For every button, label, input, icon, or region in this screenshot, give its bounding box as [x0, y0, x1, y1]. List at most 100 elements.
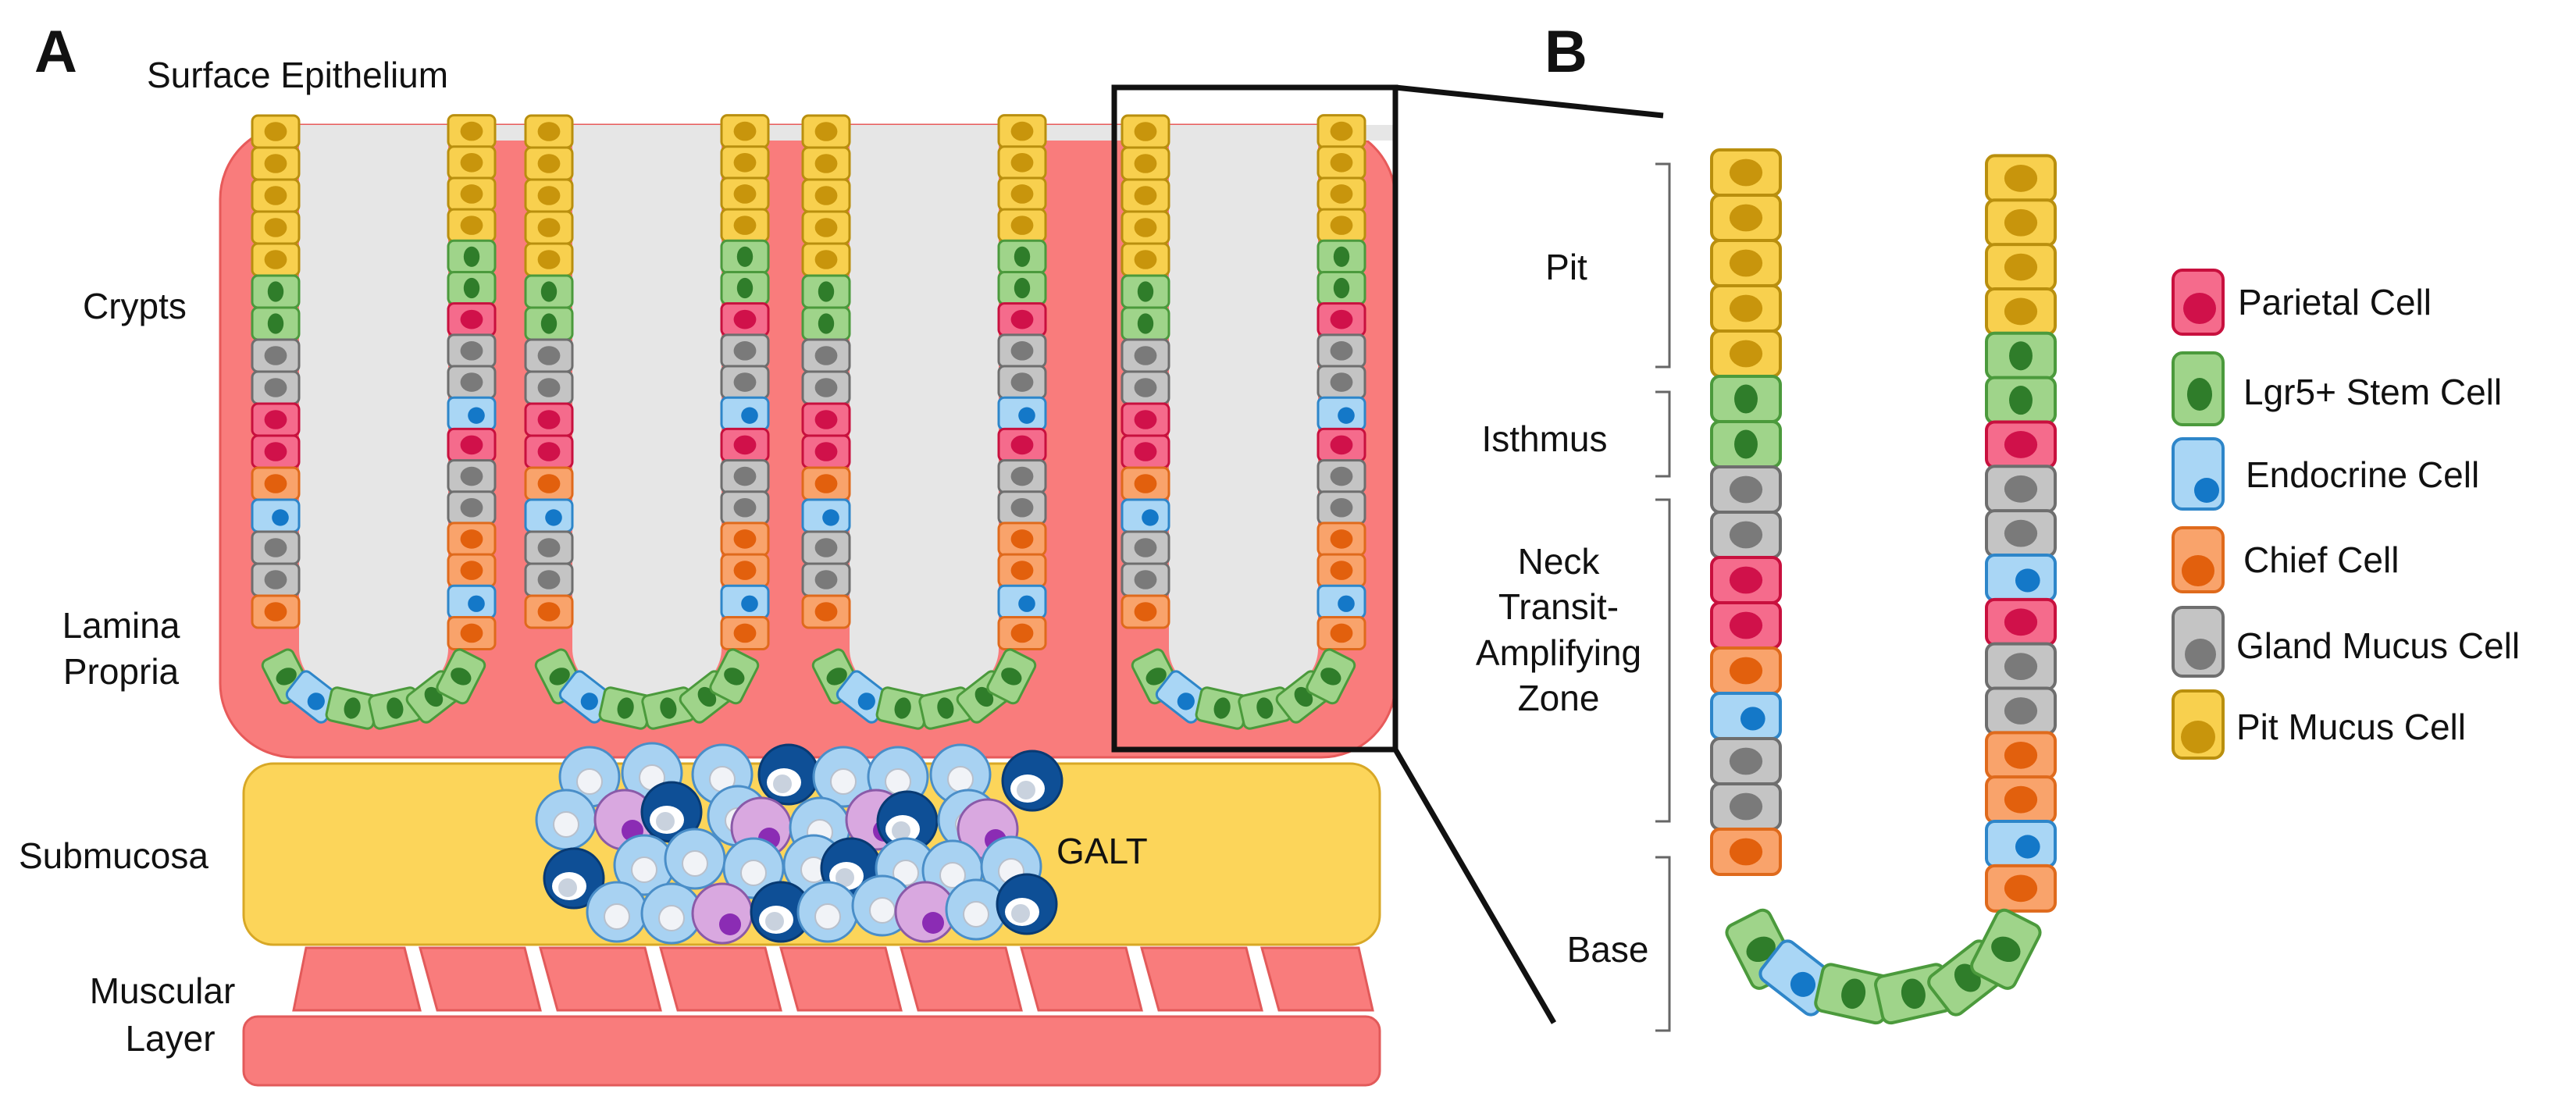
pit-cell	[1121, 210, 1170, 245]
gland-nucleus	[537, 570, 561, 589]
label-crypts: Crypts	[83, 286, 187, 326]
gland-nucleus	[1330, 341, 1353, 361]
chief-cell	[997, 615, 1047, 650]
stem-cell	[1985, 376, 2057, 425]
stem-nucleus	[344, 697, 361, 719]
pit-cell	[801, 114, 851, 149]
gland-cell	[997, 333, 1047, 369]
label-galt: GALT	[1056, 831, 1148, 871]
pit-nucleus	[264, 250, 287, 269]
zone-label-neck-line3: Amplifying	[1476, 632, 1641, 673]
pit-cell	[1985, 243, 2057, 292]
chief-cell	[1317, 553, 1366, 588]
pit-nucleus	[537, 186, 561, 205]
gland-nucleus	[460, 341, 483, 361]
stem-cell	[986, 648, 1037, 705]
pit-nucleus	[2004, 165, 2038, 192]
pit-nucleus	[1330, 152, 1353, 173]
gland-cell	[801, 562, 851, 597]
parietal-nucleus	[1010, 309, 1034, 329]
parietal-cell	[447, 427, 497, 462]
gland-cell	[1121, 530, 1170, 565]
stem-cell	[720, 239, 770, 274]
gland-nucleus	[2004, 519, 2038, 547]
gland-nucleus	[2004, 475, 2038, 503]
pit-cell	[997, 145, 1047, 180]
gland-cell	[1710, 782, 1782, 831]
parietal-nucleus	[537, 442, 561, 461]
endocrine-cell	[1317, 584, 1366, 619]
gland-cell	[1710, 737, 1782, 785]
chief-cell	[1710, 828, 1782, 876]
pit-nucleus	[1330, 121, 1353, 141]
stem-cell	[801, 274, 851, 309]
pit-nucleus	[264, 154, 287, 173]
chief-nucleus	[1134, 602, 1157, 621]
pit-cell	[1121, 178, 1170, 213]
lymphocyte	[1001, 750, 1064, 812]
parietal-cell	[1121, 434, 1170, 469]
pit-cell	[1710, 148, 1782, 197]
stem-nucleus	[387, 697, 404, 719]
chief-cell	[251, 466, 301, 501]
endocrine-cell	[1985, 553, 2057, 602]
endocrine-nucleus	[857, 693, 875, 710]
crypts-panel-a	[251, 114, 1366, 730]
stem-cell	[251, 306, 301, 341]
stem-cell	[1195, 686, 1249, 730]
endocrine-nucleus	[2015, 835, 2040, 859]
pit-nucleus	[814, 250, 838, 269]
gland-nucleus	[537, 378, 561, 397]
gland-nucleus	[264, 538, 287, 557]
chief-nucleus	[814, 602, 838, 621]
gland-cell	[997, 459, 1047, 494]
parietal-nucleus	[1010, 435, 1034, 455]
pit-cell	[1985, 287, 2057, 336]
chief-cell	[720, 553, 770, 588]
zoom-indicator	[1111, 84, 1664, 1024]
label-submucosa: Submucosa	[19, 835, 208, 876]
parietal-cell	[251, 402, 301, 437]
endocrine-cell	[720, 396, 770, 431]
chief-nucleus	[1010, 623, 1034, 643]
stem-nucleus	[826, 668, 847, 685]
gland-nucleus	[460, 497, 483, 518]
gland-cell	[251, 530, 301, 565]
chief-cell	[447, 522, 497, 557]
zone-label-pit: Pit	[1545, 247, 1587, 287]
pit-cell	[720, 176, 770, 212]
endocrine-nucleus	[741, 595, 758, 612]
panel-b-letter: B	[1545, 19, 1587, 85]
parietal-nucleus	[460, 435, 483, 455]
gland-nucleus	[1134, 378, 1157, 397]
pit-nucleus	[814, 122, 838, 141]
pit-nucleus	[1134, 122, 1157, 141]
parietal-cell	[997, 302, 1047, 337]
pit-nucleus	[1729, 249, 1763, 277]
gland-nucleus	[1729, 521, 1763, 549]
pit-nucleus	[1134, 154, 1157, 173]
gland-nucleus	[264, 378, 287, 397]
lumen-4	[1169, 125, 1318, 703]
chief-nucleus	[733, 529, 757, 549]
stem-nucleus	[267, 281, 284, 302]
endocrine-cell	[801, 498, 851, 533]
zone-label-neck-line2: Transit-	[1498, 586, 1619, 627]
parietal-cell	[801, 434, 851, 469]
pit-cell	[524, 146, 574, 181]
stem-nucleus	[1213, 697, 1231, 719]
gland-nucleus	[460, 372, 483, 392]
pit-nucleus	[460, 152, 483, 173]
gland-nucleus	[1729, 475, 1763, 504]
parietal-nucleus	[1330, 435, 1353, 455]
chief-cell	[720, 522, 770, 557]
pit-cell	[1317, 114, 1366, 149]
galt-cluster	[535, 742, 1064, 945]
endocrine-nucleus	[468, 595, 485, 612]
pit-nucleus	[733, 152, 757, 173]
pit-nucleus	[2004, 208, 2038, 237]
gland-cell	[1317, 333, 1366, 369]
stem-nucleus	[818, 313, 835, 334]
parietal-nucleus	[1134, 442, 1157, 461]
pit-nucleus	[1134, 218, 1157, 237]
